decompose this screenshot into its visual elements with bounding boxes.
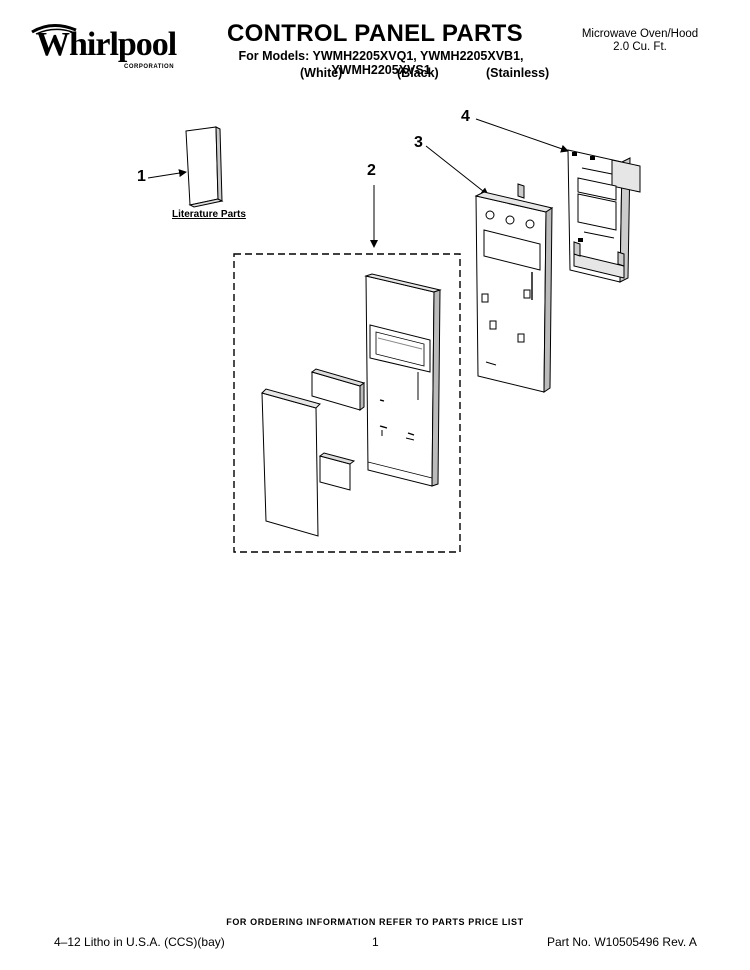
- leader-arrow-4: [475, 118, 569, 153]
- literature-booklet: [185, 126, 224, 208]
- leader-arrow-1: [147, 169, 187, 179]
- variant-black: (Black): [397, 66, 439, 80]
- callout-2: 2: [367, 162, 376, 179]
- small-plate: [318, 452, 356, 491]
- callout-4: 4: [461, 108, 470, 125]
- assembly-box: [233, 253, 461, 553]
- appliance-type: Microwave Oven/Hood: [581, 28, 699, 40]
- appliance-capacity: 2.0 Cu. Ft.: [613, 41, 667, 53]
- litho-info: 4–12 Litho in U.S.A. (CCS)(bay): [54, 935, 225, 949]
- logo-swoosh-icon: [31, 24, 77, 35]
- page-number: 1: [372, 935, 379, 949]
- models-line: For Models: YWMH2205XVQ1, YWMH2205XVB1, …: [238, 49, 524, 77]
- control-panel-frame: [474, 183, 554, 393]
- mounting-bracket: [567, 149, 641, 283]
- control-panel-front: [364, 273, 442, 487]
- variant-white: (White): [300, 66, 343, 80]
- logo-wordmark: Whirlpool: [36, 26, 177, 63]
- keypad-overlay: [261, 388, 321, 537]
- part-number: Part No. W10505496 Rev. A: [547, 935, 697, 949]
- logo-subtext: CORPORATION: [124, 64, 175, 70]
- callout-1: 1: [137, 168, 146, 185]
- whirlpool-logo: Whirlpool CORPORATION: [28, 22, 188, 74]
- page-title: CONTROL PANEL PARTS: [227, 20, 523, 47]
- ordering-note: FOR ORDERING INFORMATION REFER TO PARTS …: [226, 917, 524, 927]
- literature-parts-label: Literature Parts: [172, 209, 246, 220]
- leader-arrow-3: [425, 145, 489, 196]
- variant-stainless: (Stainless): [486, 66, 550, 80]
- callout-3: 3: [414, 134, 423, 151]
- display-window: [310, 368, 366, 411]
